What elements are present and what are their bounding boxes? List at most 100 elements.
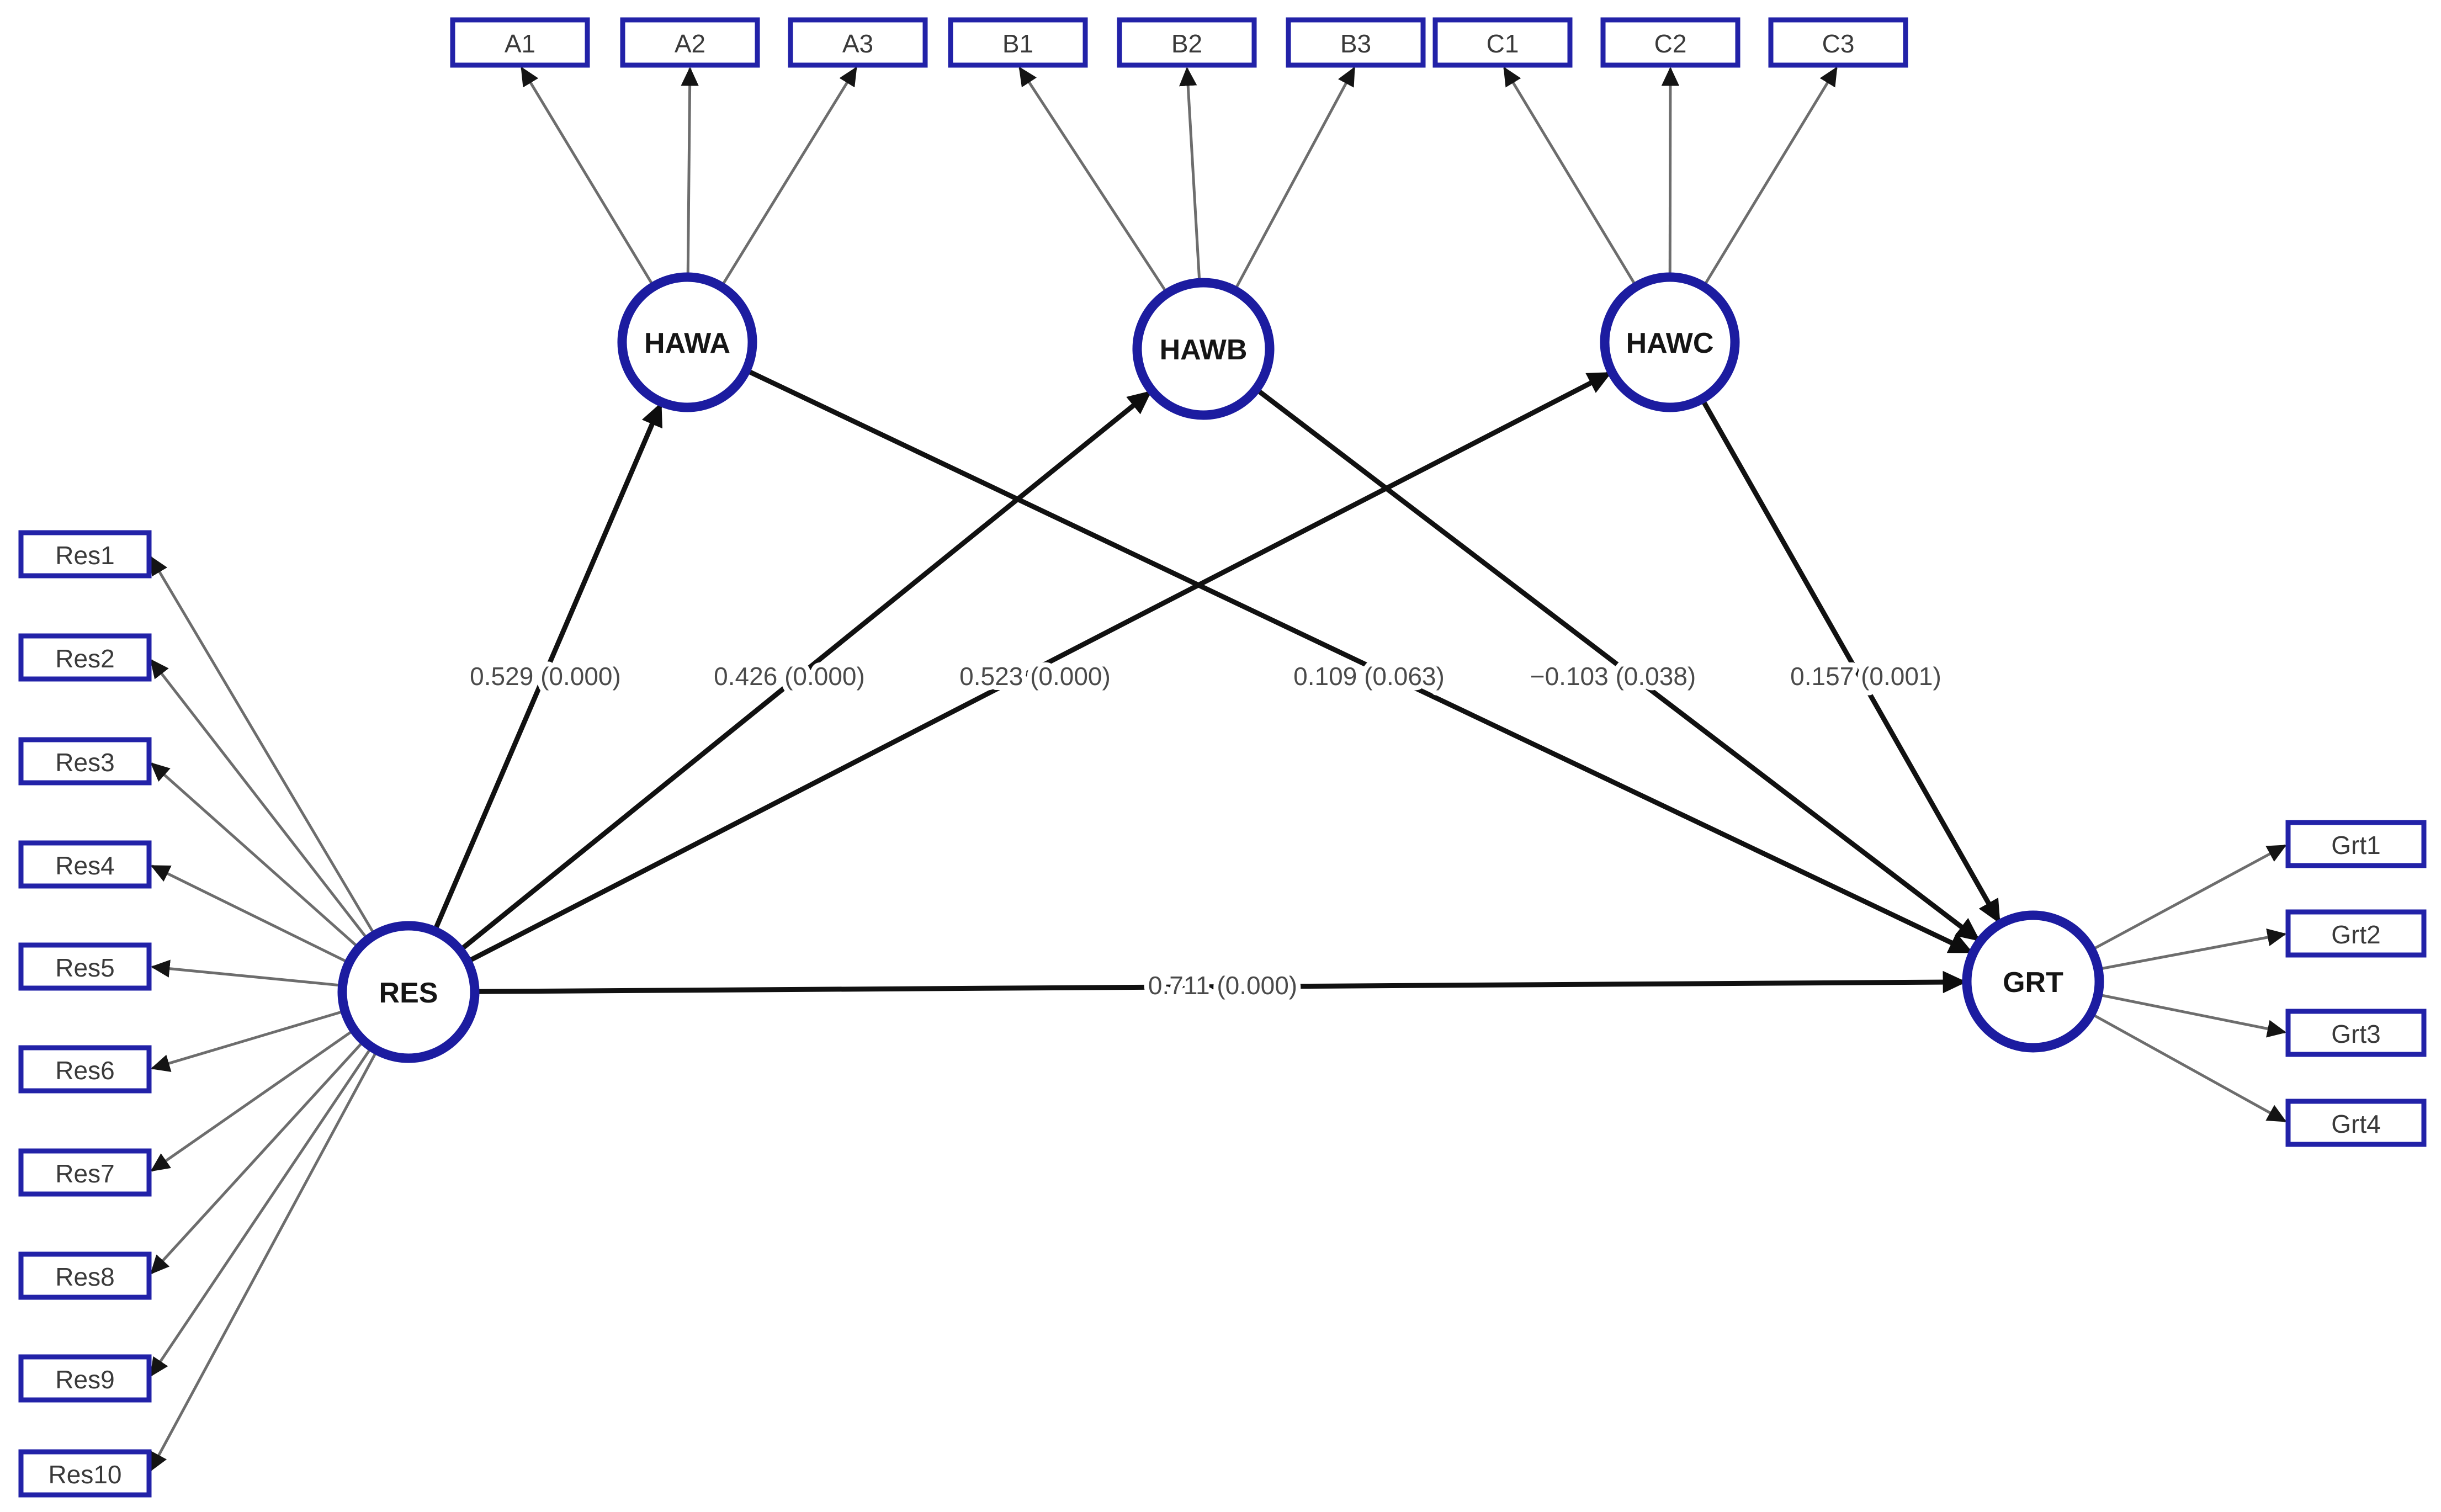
indicator-box-a1[interactable]: A1 — [450, 17, 590, 68]
measurement-arrow-hawa-a1 — [520, 66, 655, 288]
indicator-box-border — [948, 17, 1088, 68]
coefficient-label-res-to-hawa: 0.529 (0.000) — [470, 662, 621, 691]
latent-circle-shape — [617, 272, 757, 412]
coefficient-label-res-to-grt: 0.711 (0.000) — [1148, 971, 1297, 1000]
indicator-box-grt2[interactable]: Grt2 — [2285, 909, 2427, 958]
coefficient-label-halo-res-to-hawb: 0.426 (0.000) — [714, 662, 865, 691]
indicator-box-a2[interactable]: A2 — [620, 17, 760, 68]
measurement-arrow-grt-grt1 — [2090, 844, 2287, 952]
indicator-box-grt1[interactable]: Grt1 — [2285, 820, 2427, 868]
latent-node-hawa[interactable]: HAWA — [617, 272, 757, 412]
latent-node-hawc[interactable]: HAWC — [1600, 272, 1740, 412]
measurement-arrow-hawa-a2 — [681, 66, 699, 278]
indicator-box-border — [2285, 909, 2427, 958]
indicator-label: A3 — [842, 29, 873, 58]
measurement-arrow-res-res10 — [149, 1049, 379, 1472]
coefficient-label-halo-res-to-hawc: 0.523 (0.000) — [959, 662, 1111, 691]
indicator-box-res4[interactable]: Res4 — [18, 840, 152, 889]
indicator-box-border — [2285, 1099, 2427, 1147]
indicator-box-border — [2285, 1009, 2427, 1057]
indicator-box-res6[interactable]: Res6 — [18, 1045, 152, 1094]
indicator-box-b1[interactable]: B1 — [948, 17, 1088, 68]
measurement-arrow-res-res2 — [150, 659, 369, 941]
indicator-box-border — [18, 942, 152, 991]
indicator-box-border — [18, 1449, 152, 1498]
indicator-label: Grt1 — [2331, 831, 2380, 860]
latent-node-res[interactable]: RES — [337, 921, 480, 1063]
indicator-label: Grt3 — [2331, 1020, 2380, 1048]
indicator-box-c3[interactable]: C3 — [1768, 17, 1908, 68]
latent-label: RES — [379, 977, 438, 1009]
indicator-box-b2[interactable]: B2 — [1117, 17, 1257, 68]
measurement-arrow-res-res7 — [150, 1028, 355, 1172]
coefficient-label-res-to-hawc: 0.523 (0.000) — [959, 662, 1111, 691]
measurement-arrow-res-res1 — [149, 555, 376, 936]
measurement-arrow-res-res4 — [150, 864, 350, 964]
indicator-box-a3[interactable]: A3 — [788, 17, 928, 68]
structural-arrow-res-to-hawb — [458, 390, 1152, 953]
indicator-box-border — [1600, 17, 1740, 68]
indicator-label: B1 — [1002, 29, 1033, 58]
latent-label: HAWA — [644, 327, 730, 359]
indicator-box-res9[interactable]: Res9 — [18, 1354, 152, 1403]
indicator-label: Res10 — [49, 1460, 122, 1489]
indicator-box-res8[interactable]: Res8 — [18, 1251, 152, 1300]
coefficient-labels-layer: 0.529 (0.000)0.529 (0.000)0.426 (0.000)0… — [465, 657, 1946, 1005]
indicator-label: C1 — [1487, 29, 1519, 58]
latent-nodes-layer: HAWA HAWB HAWC RES GRT — [337, 272, 2104, 1063]
indicator-box-res10[interactable]: Res10 — [18, 1449, 152, 1498]
indicator-box-grt4[interactable]: Grt4 — [2285, 1099, 2427, 1147]
indicator-label: Grt2 — [2331, 920, 2380, 949]
measurement-arrow-hawb-b1 — [1018, 66, 1169, 294]
indicator-label: Res1 — [55, 541, 114, 570]
measurement-arrow-hawa-a3 — [720, 66, 857, 288]
coefficient-label-halo-hawb-to-grt: −0.103 (0.038) — [1530, 662, 1696, 691]
indicator-box-border — [2285, 820, 2427, 868]
indicator-box-border — [18, 840, 152, 889]
structural-arrow-hawb-to-grt — [1254, 387, 1981, 942]
measurement-arrow-res-res5 — [150, 959, 343, 987]
latent-label: HAWB — [1160, 334, 1248, 366]
indicator-label: Res5 — [55, 953, 114, 982]
indicator-box-b3[interactable]: B3 — [1286, 17, 1426, 68]
indicator-box-border — [18, 1251, 152, 1300]
latent-node-hawb[interactable]: HAWB — [1132, 278, 1275, 420]
indicator-box-border — [1768, 17, 1908, 68]
measurement-arrow-res-res3 — [150, 762, 360, 949]
indicator-label: A2 — [675, 29, 705, 58]
indicator-box-border — [1432, 17, 1573, 68]
coefficient-label-res-to-hawb: 0.426 (0.000) — [714, 662, 865, 691]
coefficient-label-halo-res-to-hawa: 0.529 (0.000) — [470, 662, 621, 691]
indicator-boxes-layer: A1 A2 A3 B1 B2 B3 C1 C2 C3Res1Res2Res3Res4Res5Re… — [18, 17, 2427, 1498]
indicator-box-res5[interactable]: Res5 — [18, 942, 152, 991]
indicator-label: C3 — [1822, 29, 1855, 58]
indicator-box-border — [1286, 17, 1426, 68]
indicator-box-border — [18, 633, 152, 682]
measurement-arrow-hawc-c3 — [1702, 66, 1838, 288]
structural-arrow-res-to-grt — [474, 970, 1967, 994]
indicator-box-grt3[interactable]: Grt3 — [2285, 1009, 2427, 1057]
indicator-label: B2 — [1171, 29, 1202, 58]
indicator-label: Res8 — [55, 1262, 114, 1291]
measurement-arrow-hawb-b2 — [1179, 66, 1201, 283]
indicator-box-res7[interactable]: Res7 — [18, 1148, 152, 1197]
indicator-box-res1[interactable]: Res1 — [18, 530, 152, 579]
indicator-box-c1[interactable]: C1 — [1432, 17, 1573, 68]
indicator-box-res3[interactable]: Res3 — [18, 737, 152, 786]
measurement-arrow-grt-grt3 — [2098, 993, 2287, 1038]
measurement-arrow-res-res6 — [150, 1009, 346, 1072]
measurement-arrow-hawc-c1 — [1503, 66, 1638, 288]
structural-arrow-hawa-to-grt — [745, 368, 1973, 954]
latent-node-grt[interactable]: GRT — [1962, 910, 2104, 1053]
latent-circle-shape — [1962, 910, 2104, 1053]
indicator-box-border — [1117, 17, 1257, 68]
latent-circle-shape — [337, 921, 480, 1063]
indicator-box-c2[interactable]: C2 — [1600, 17, 1740, 68]
indicator-box-border — [18, 1148, 152, 1197]
indicator-label: A1 — [505, 29, 535, 58]
measurement-arrow-res-res8 — [150, 1039, 365, 1275]
indicator-box-res2[interactable]: Res2 — [18, 633, 152, 682]
indicator-label: Grt4 — [2331, 1110, 2380, 1138]
coefficient-label-halo-hawa-to-grt: 0.109 (0.063) — [1293, 662, 1445, 691]
